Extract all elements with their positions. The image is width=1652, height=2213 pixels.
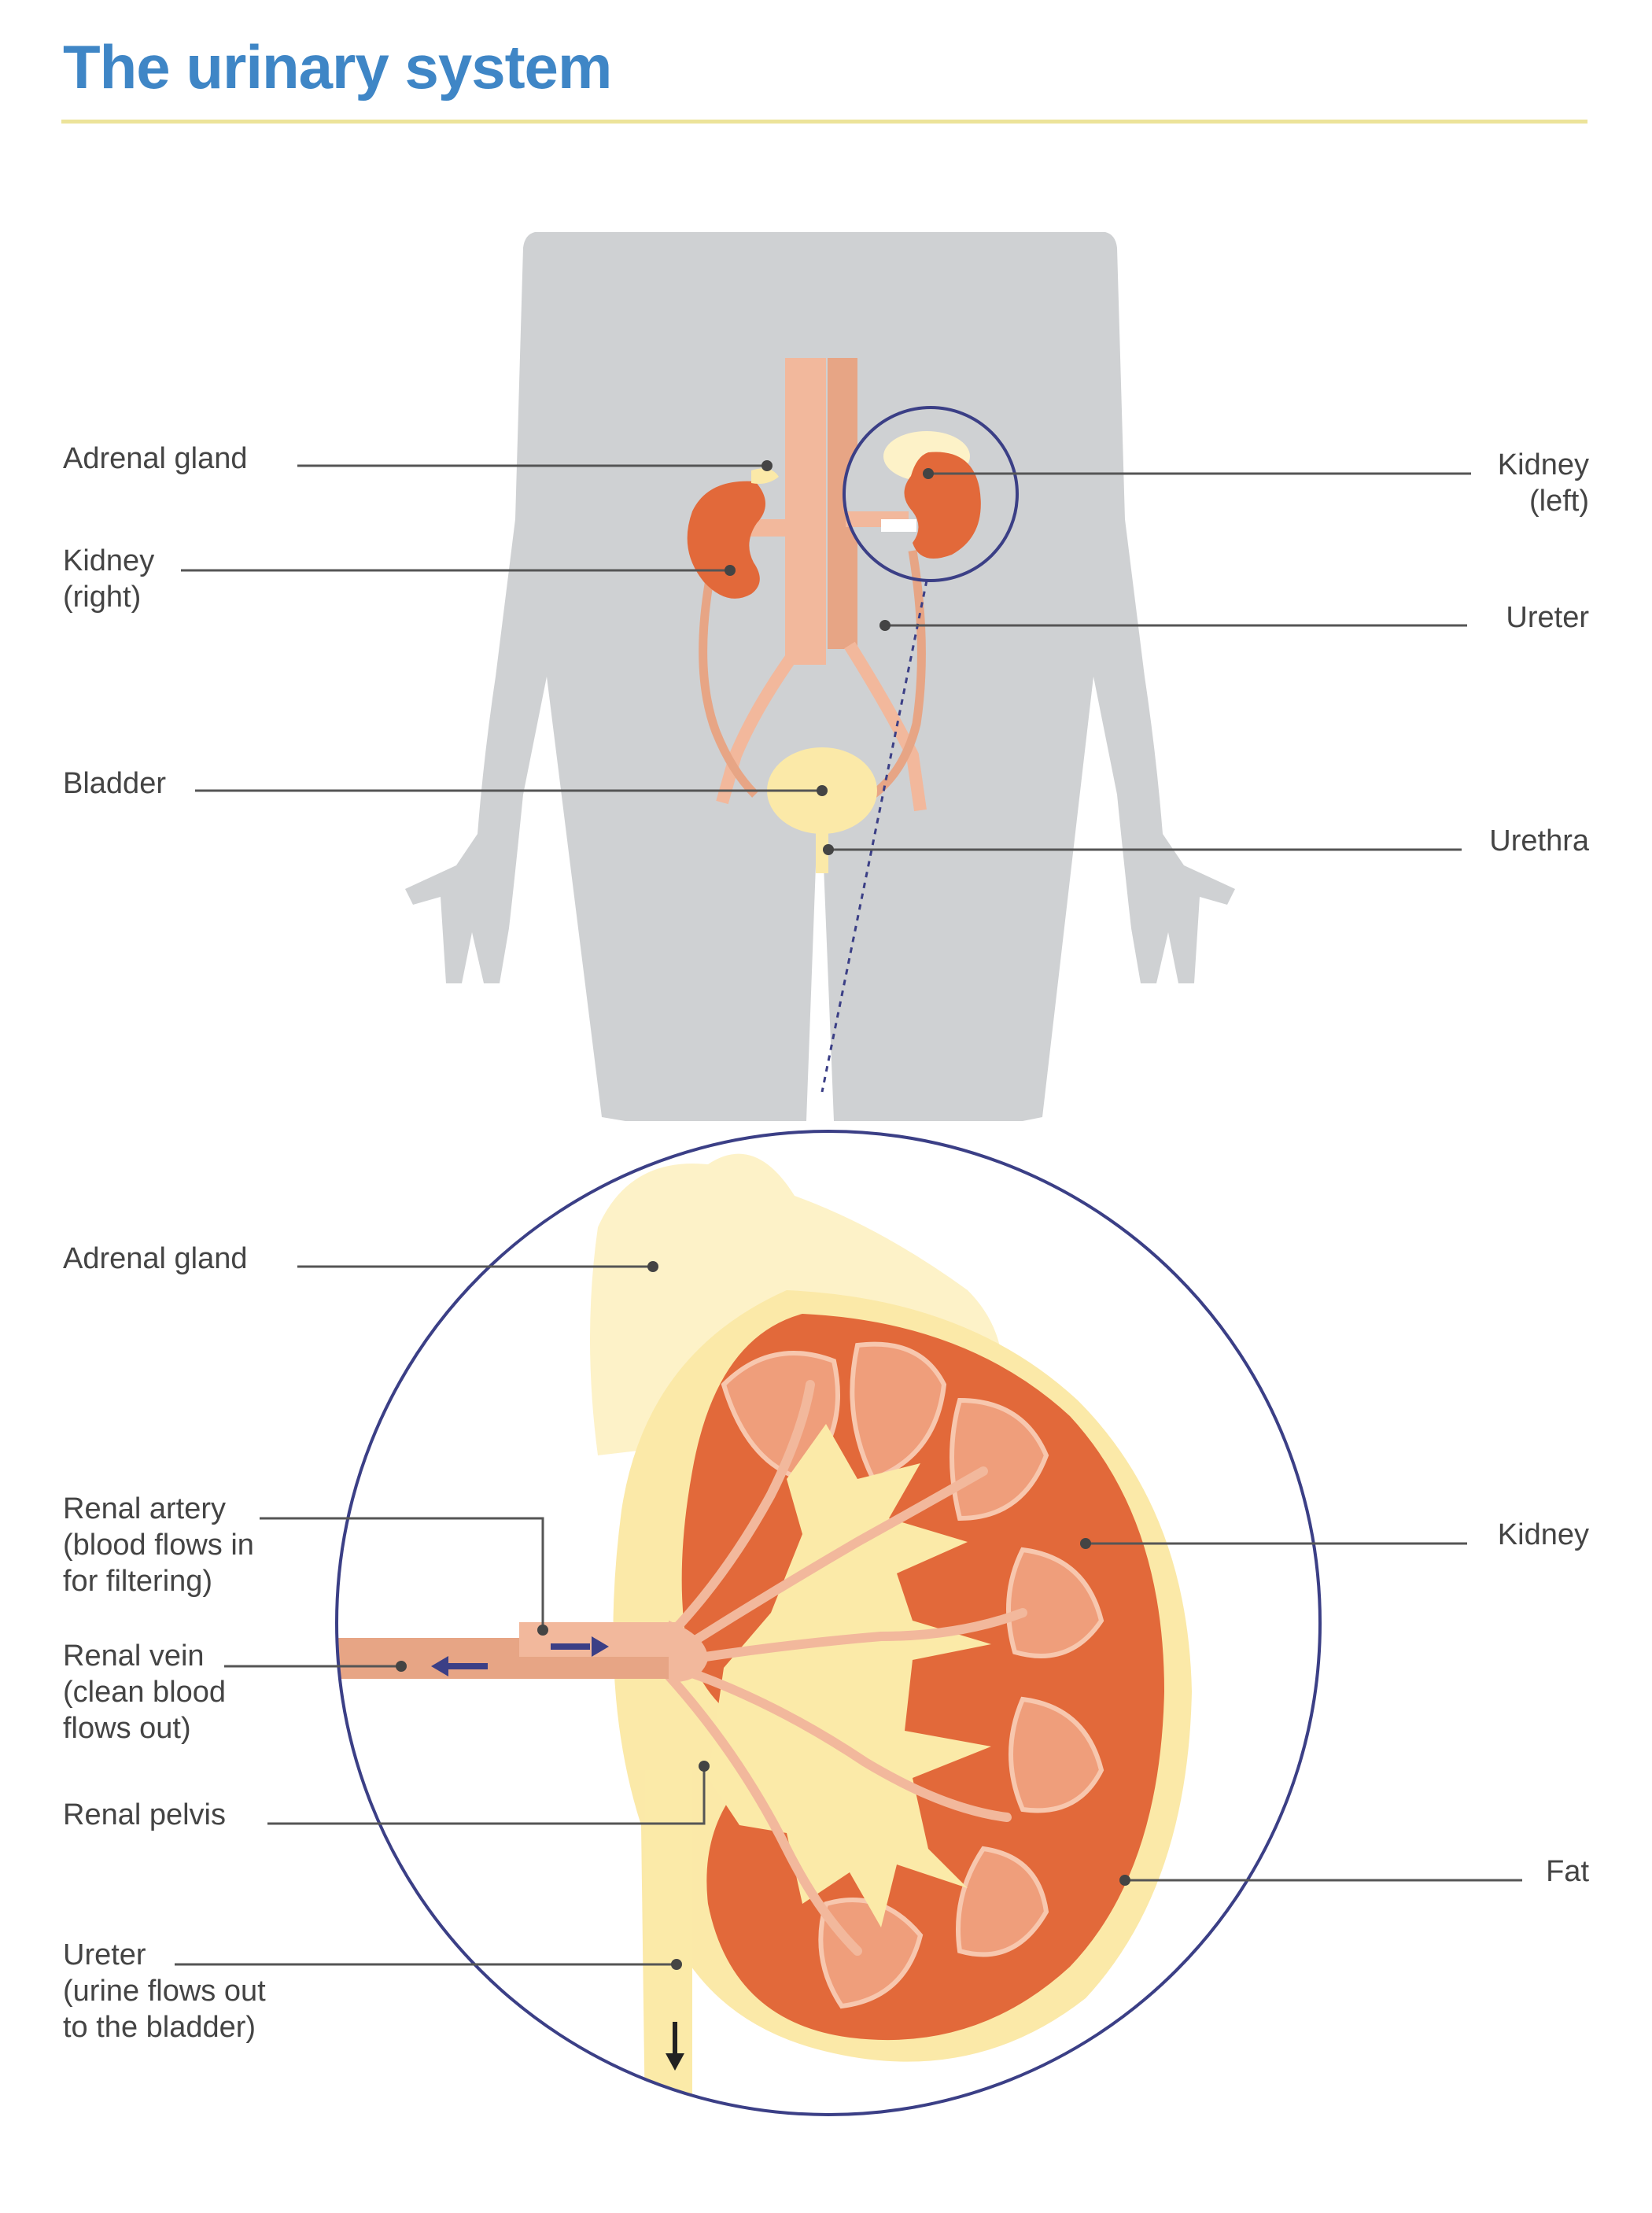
label-kidney-detail: Kidney	[1497, 1518, 1589, 1551]
label-urethra: Urethra	[1489, 824, 1589, 858]
label-renal-artery: Renal artery (blood flows in for filteri…	[63, 1492, 254, 1598]
label-ureter-top: Ureter	[1506, 601, 1589, 634]
label-adrenal-gland-detail: Adrenal gland	[63, 1242, 248, 1275]
aorta	[785, 358, 826, 665]
adrenal-right	[751, 468, 779, 484]
iliac-left	[716, 649, 800, 805]
arrow-icon	[431, 1656, 488, 1676]
arrow-icon	[666, 2022, 684, 2071]
renal-calyces	[708, 1424, 991, 1927]
human-torso-silhouette-icon	[405, 232, 1235, 1121]
label-kidney-right: Kidney (right)	[63, 544, 155, 614]
label-kidney-left: Kidney (left)	[1497, 448, 1589, 518]
ureter-left-path	[870, 550, 926, 799]
title-underline	[61, 120, 1587, 124]
page-title: The urinary system	[63, 32, 612, 101]
arrow-icon	[551, 1636, 609, 1657]
leader-lines	[175, 464, 1522, 1966]
label-adrenal-gland-top: Adrenal gland	[63, 442, 248, 475]
label-fat: Fat	[1546, 1855, 1589, 1888]
vessel-trunk-join	[669, 1621, 708, 1683]
urethra	[816, 826, 828, 873]
renal-vessel-branches	[656, 1380, 1027, 1956]
label-bladder: Bladder	[63, 767, 166, 800]
kidney-detail-view	[335, 1130, 1322, 2116]
ureter-right-path	[699, 565, 758, 798]
renal-vessel-right	[743, 519, 806, 537]
label-renal-pelvis: Renal pelvis	[63, 1798, 226, 1831]
leg-gap	[806, 865, 834, 1121]
label-ureter-detail: Ureter (urine flows out to the bladder)	[63, 1938, 266, 2044]
leader-dots	[396, 460, 1130, 1970]
kidney-left-highlight	[843, 406, 1019, 582]
label-renal-vein: Renal vein (clean blood flows out)	[63, 1639, 227, 1745]
torso	[405, 232, 1235, 1121]
zoom-connector	[820, 580, 928, 1093]
